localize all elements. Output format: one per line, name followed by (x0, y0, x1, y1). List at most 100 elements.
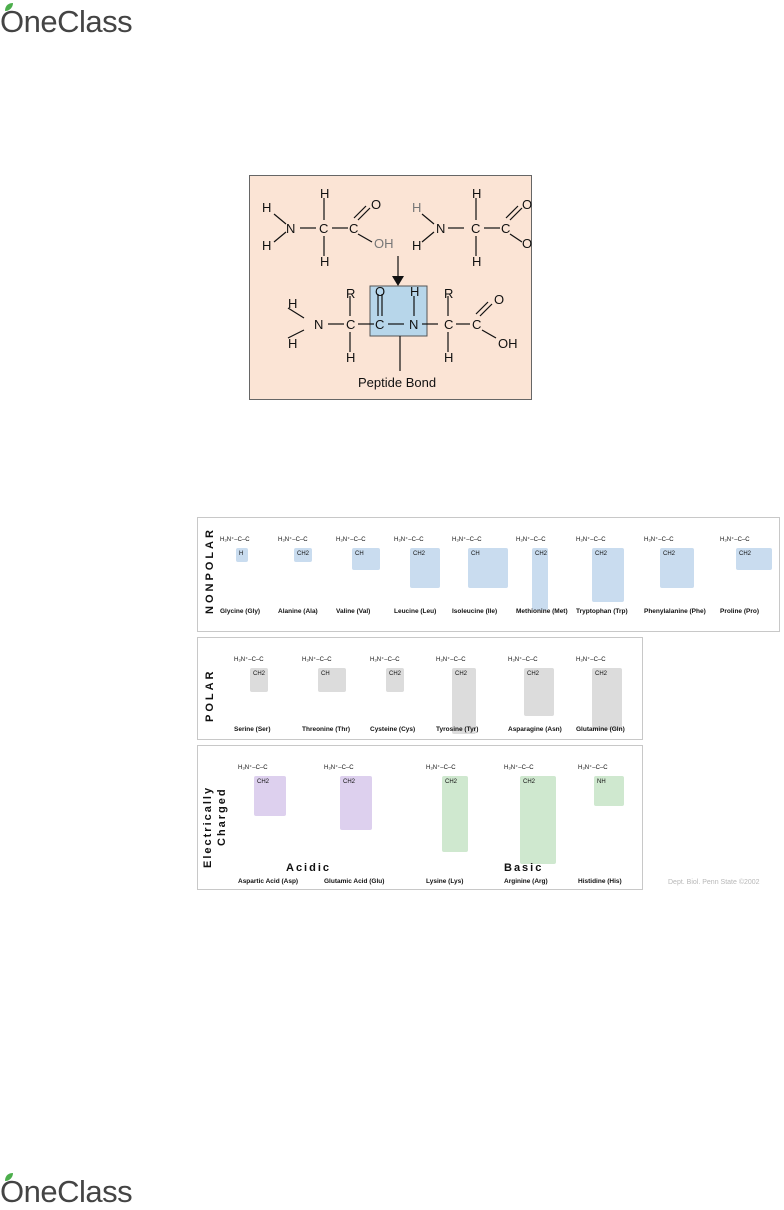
side-chain-label: CH2 (455, 671, 468, 677)
amino-backbone: H₃N⁺–C–C (336, 537, 366, 543)
peptide-bond-caption: Peptide Bond (358, 375, 436, 390)
atom-h: H (472, 186, 481, 201)
acidic-label: Acidic (286, 862, 332, 874)
amino-acid-name: Cysteine (Cys) (370, 726, 416, 733)
amino-acid-name: Glutamine (Gln) (576, 726, 625, 733)
amino-backbone: H₃N⁺–C–C (302, 657, 332, 663)
side-chain-label: CH2 (523, 779, 536, 785)
amino-acid-name: Tryptophan (Trp) (576, 608, 628, 615)
atom-h: H (320, 254, 329, 269)
amino-acid-name: Isoleucine (Ile) (452, 608, 498, 615)
side-chain-highlight (294, 548, 312, 562)
amino-acid-name: Methionine (Met) (516, 608, 568, 615)
atom-n: N (436, 221, 445, 236)
atom-h: H (288, 296, 297, 311)
side-chain-highlight (592, 668, 622, 730)
amino-backbone: H₃N⁺–C–C (504, 765, 534, 771)
oneclass-logo-footer: OneClass (0, 1172, 133, 1210)
atom-o: O (522, 197, 532, 212)
amino-backbone: H₃N⁺–C–C (278, 537, 308, 543)
side-chain-label: CH2 (257, 779, 270, 785)
atom-h: H (346, 350, 355, 365)
amino-backbone: H₃N⁺–C–C (234, 657, 264, 663)
amino-backbone: H₃N⁺–C–C (578, 765, 608, 771)
atom-c: C (375, 317, 384, 332)
side-chain-highlight (520, 776, 556, 864)
amino-backbone: H₃N⁺–C–C (436, 657, 466, 663)
logo-text: OneClass (0, 1173, 133, 1209)
amino-backbone: H₃N⁺–C–C (516, 537, 546, 543)
atom-h: H (410, 284, 419, 299)
amino-backbone: H₃N⁺–C–C (644, 537, 674, 543)
amino-acid-name: Histidine (His) (578, 878, 622, 885)
amino-acid-name: Phenylalanine (Phe) (644, 608, 706, 615)
side-chain-label: CH2 (413, 551, 426, 557)
atom-n: N (314, 317, 323, 332)
side-chain-label: CH2 (389, 671, 402, 677)
side-chain-label: H (239, 551, 244, 557)
side-chain-highlight (592, 548, 624, 602)
atom-oh: OH (374, 236, 394, 251)
amino-acid-name: Serine (Ser) (234, 726, 271, 733)
atom-r: R (444, 286, 453, 301)
logo-text: OneClass (0, 3, 133, 39)
side-chain-highlight (532, 548, 548, 610)
amino-acid-name: Threonine (Thr) (302, 726, 351, 733)
amino-acid-name: Alanine (Ala) (278, 608, 318, 615)
side-chain-highlight (736, 548, 772, 570)
side-chain-label: CH2 (445, 779, 458, 785)
amino-backbone: H₃N⁺–C–C (220, 537, 250, 543)
side-chain-highlight (236, 548, 248, 562)
side-chain-label: CH2 (535, 551, 548, 557)
side-chain-label: CH2 (527, 671, 540, 677)
side-chain-label: CH2 (297, 551, 310, 557)
atom-c: C (472, 317, 481, 332)
amino-acid-name: Glycine (Gly) (220, 608, 261, 615)
side-chain-highlight (660, 548, 694, 588)
leaf-icon (5, 1173, 13, 1181)
charged-label-line1: Electrically (202, 785, 214, 868)
leaf-icon (5, 3, 13, 11)
side-chain-label: NH (597, 779, 606, 785)
amino-backbone: H₃N⁺–C–C (238, 765, 268, 771)
side-chain-label: CH2 (663, 551, 676, 557)
atom-c: C (501, 221, 510, 236)
amino-backbone: H₃N⁺–C–C (508, 657, 538, 663)
amino-acid-name: Tyrosine (Tyr) (436, 726, 479, 733)
amino-backbone: H₃N⁺–C–C (324, 765, 354, 771)
atom-c: C (471, 221, 480, 236)
amino-backbone: H₃N⁺–C–C (576, 537, 606, 543)
atom-o: O (371, 197, 381, 212)
side-chain-label: CH2 (595, 551, 608, 557)
amino-backbone: H₃N⁺–C–C (576, 657, 606, 663)
atom-h: H (444, 350, 453, 365)
amino-backbone: H₃N⁺–C–C (720, 537, 750, 543)
side-chain-label: CH2 (253, 671, 266, 677)
side-chain-highlight (442, 776, 468, 852)
atom-n: N (286, 221, 295, 236)
atom-c: C (346, 317, 355, 332)
side-chain-label: CH2 (595, 671, 608, 677)
amino-acid-name: Arginine (Arg) (504, 878, 548, 885)
side-chain-highlight (524, 668, 554, 716)
atom-c: C (444, 317, 453, 332)
side-chain-label: CH2 (343, 779, 356, 785)
atom-h: H (412, 238, 421, 253)
basic-label: Basic (504, 862, 544, 874)
atom-oh: OH (498, 336, 518, 351)
amino-backbone: H₃N⁺–C–C (426, 765, 456, 771)
side-chain-highlight (340, 776, 372, 830)
side-chain-highlight (410, 548, 440, 588)
atom-o: O (375, 284, 385, 299)
atom-c: C (319, 221, 328, 236)
side-chain-highlight (386, 668, 404, 692)
amino-acid-name: Asparagine (Asn) (508, 726, 562, 733)
atom-h: H (320, 186, 329, 201)
side-chain-highlight (452, 668, 476, 734)
side-chain-label: CH2 (739, 551, 752, 557)
